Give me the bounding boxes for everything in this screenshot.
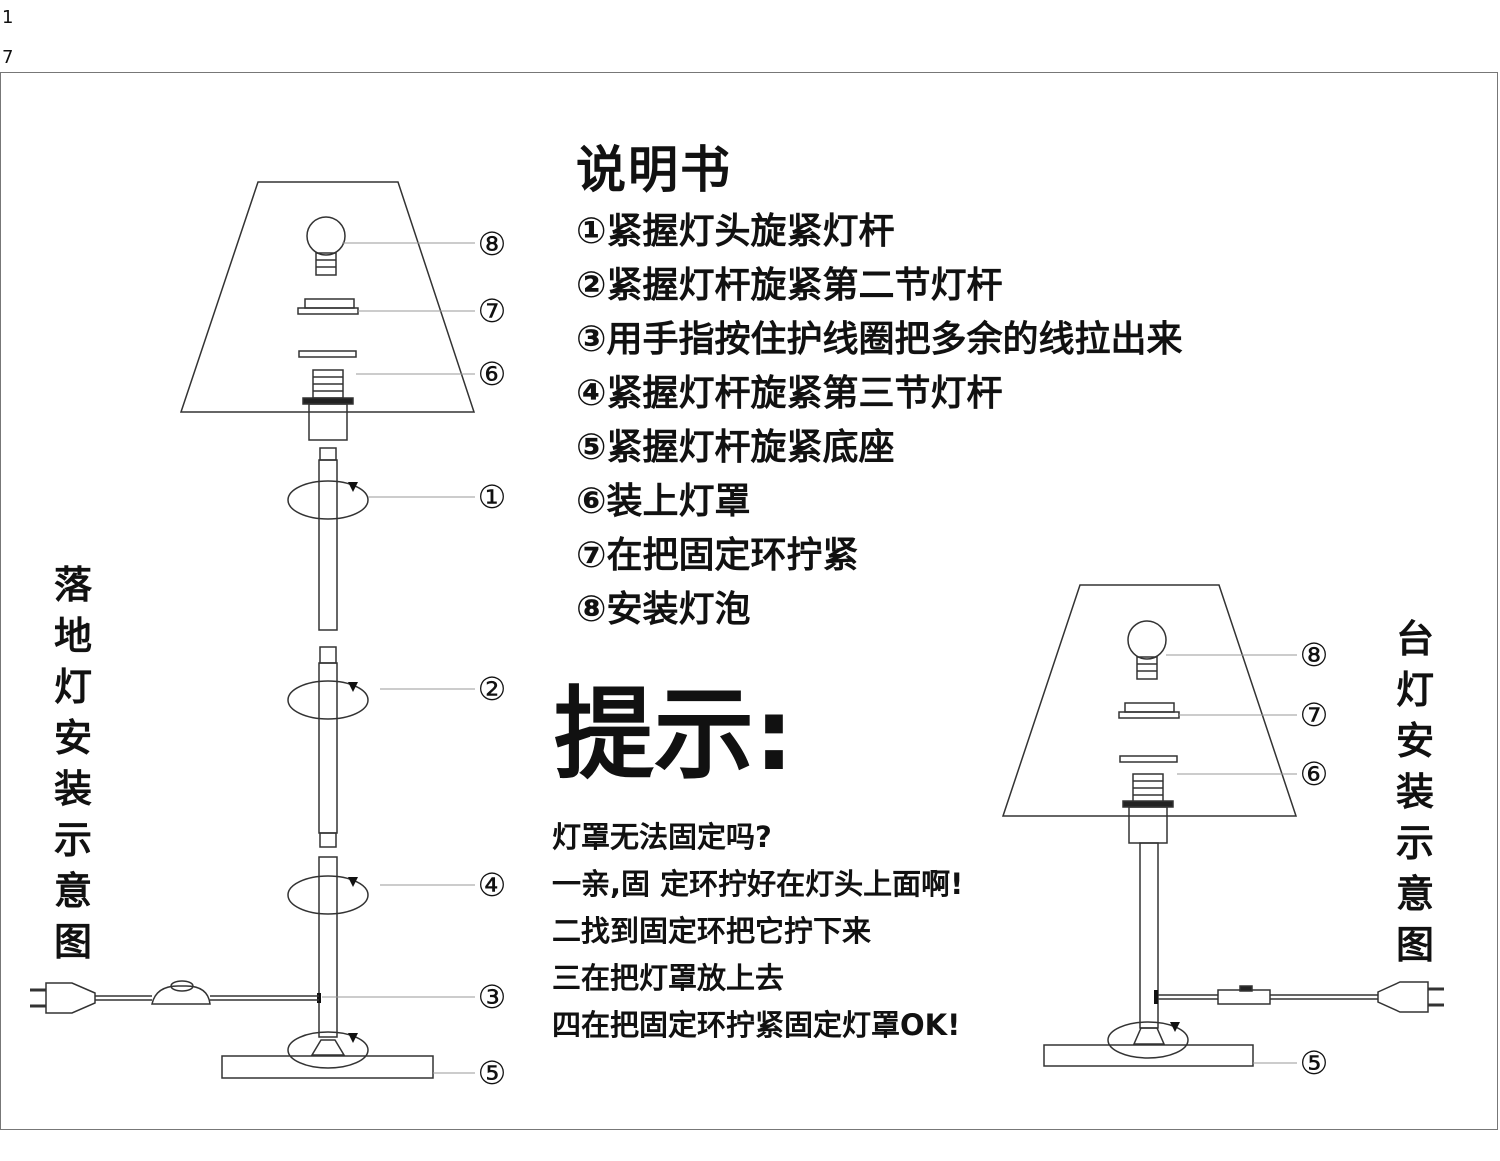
inline-switch-icon xyxy=(151,985,211,1005)
table-lamp-label-char: 图 xyxy=(1395,923,1434,967)
tip-line-1: 灯罩无法固定吗? xyxy=(552,820,772,854)
table-lamp-label-char: 灯 xyxy=(1395,668,1434,712)
table-lamp-label: 台 灯 安 装 示 意 图 xyxy=(1390,614,1440,971)
floor-lamp-label-char: 地 xyxy=(53,614,92,658)
table-lamp-base xyxy=(1043,1044,1254,1067)
floor-lamp-shade xyxy=(179,181,476,413)
floor-lamp-base xyxy=(221,1055,434,1079)
floor-lamp-pole-segment-1 xyxy=(318,447,338,631)
table-callout-5: ⑤ xyxy=(1300,1044,1329,1082)
table-lamp-label-char: 示 xyxy=(1395,821,1434,865)
table-lamp-rocker-switch-icon xyxy=(1217,989,1271,1005)
table-lamp-bulb-icon xyxy=(1127,620,1167,680)
floor-lamp-cord xyxy=(95,980,319,1005)
floor-lamp-pole-segment-3 xyxy=(317,856,338,1038)
floor-lamp-fixing-ring xyxy=(297,298,359,315)
table-lamp-shade xyxy=(1001,584,1298,817)
diagram-frame xyxy=(0,72,1498,1130)
manual-step-3: ③用手指按住护线圈把多余的线拉出来 xyxy=(576,319,1183,360)
floor-lamp-rotate-arrow-icon-4 xyxy=(287,875,369,915)
floor-callout-5: ⑤ xyxy=(478,1054,507,1092)
manual-step-6: ⑥装上灯罩 xyxy=(576,481,751,522)
page-number-2: 7 xyxy=(2,47,14,68)
tip-line-4: 三在把灯罩放上去 xyxy=(552,961,785,995)
floor-lamp-label: 落 地 灯 安 装 示 意 图 xyxy=(48,560,98,968)
tip-line-2: 一亲,固 定环拧好在灯头上面啊! xyxy=(552,867,964,901)
table-lamp-label-char: 安 xyxy=(1395,719,1434,763)
floor-lamp-pole-segment-2 xyxy=(318,646,338,848)
floor-callout-2: ② xyxy=(478,670,507,708)
page-number-1: 1 xyxy=(2,7,14,28)
floor-callout-7: ⑦ xyxy=(478,292,507,330)
table-lamp-socket xyxy=(1119,755,1178,844)
manual-step-8: ⑧安装灯泡 xyxy=(576,589,751,630)
floor-lamp-label-char: 图 xyxy=(53,920,92,964)
floor-lamp-plug-icon xyxy=(30,982,96,1014)
table-callout-7: ⑦ xyxy=(1300,696,1329,734)
manual-title: 说明书 xyxy=(576,141,732,199)
floor-callout-4: ④ xyxy=(478,866,507,904)
table-callout-8: ⑧ xyxy=(1300,636,1329,674)
floor-lamp-leader-lines xyxy=(322,242,475,1074)
manual-step-1: ①紧握灯头旋紧灯杆 xyxy=(576,211,895,252)
manual-step-5: ⑤紧握灯杆旋紧底座 xyxy=(576,427,895,468)
floor-lamp-socket xyxy=(298,350,357,441)
floor-callout-8: ⑧ xyxy=(478,225,507,263)
tips-title: 提示: xyxy=(554,676,794,793)
floor-lamp-rotate-arrow-icon-2 xyxy=(287,680,369,720)
floor-callout-1: ① xyxy=(478,478,507,516)
table-lamp-label-char: 意 xyxy=(1395,872,1434,916)
floor-lamp-rotate-arrow-icon-5 xyxy=(287,1031,369,1069)
table-lamp-plug-icon xyxy=(1377,981,1444,1013)
table-lamp-rotate-arrow-icon xyxy=(1107,1021,1189,1059)
floor-lamp-label-char: 装 xyxy=(53,767,92,811)
table-lamp-leader-lines xyxy=(1166,654,1297,1064)
floor-lamp-base-neck xyxy=(310,1039,346,1056)
floor-lamp-label-char: 落 xyxy=(53,563,92,607)
floor-lamp-rotate-arrow-icon-1 xyxy=(287,480,369,520)
floor-lamp-label-char: 示 xyxy=(53,818,92,862)
floor-callout-3: ③ xyxy=(478,978,507,1016)
table-lamp-cord xyxy=(1158,985,1378,1005)
floor-callout-6: ⑥ xyxy=(478,355,507,393)
floor-lamp-bulb-icon xyxy=(306,216,346,276)
table-lamp-fixing-ring xyxy=(1118,702,1180,719)
floor-lamp-drawing xyxy=(30,181,476,1079)
tip-line-3: 二找到固定环把它拧下来 xyxy=(552,914,872,948)
manual-step-2: ②紧握灯杆旋紧第二节灯杆 xyxy=(576,265,1003,306)
table-callout-6: ⑥ xyxy=(1300,755,1329,793)
table-lamp-label-char: 装 xyxy=(1395,770,1434,814)
floor-lamp-label-char: 灯 xyxy=(53,665,92,709)
tip-line-5: 四在把固定环拧紧固定灯罩OK! xyxy=(552,1008,961,1042)
table-lamp-base-neck xyxy=(1132,1027,1166,1045)
table-lamp-drawing xyxy=(1001,584,1444,1067)
manual-step-7: ⑦在把固定环拧紧 xyxy=(576,535,859,576)
table-lamp-label-char: 台 xyxy=(1395,617,1434,661)
floor-lamp-label-char: 安 xyxy=(53,716,92,760)
manual-step-4: ④紧握灯杆旋紧第三节灯杆 xyxy=(576,373,1003,414)
floor-lamp-label-char: 意 xyxy=(53,869,92,913)
